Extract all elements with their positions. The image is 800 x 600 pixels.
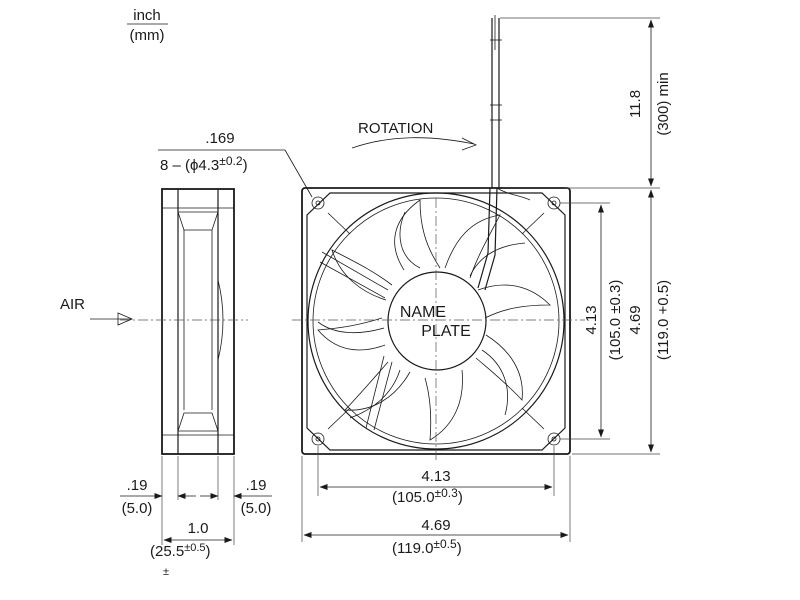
rotation-label: ROTATION — [358, 120, 433, 137]
mounting-hole-bottom-left — [311, 432, 325, 446]
depth-mm-value: (25.5 — [150, 543, 184, 560]
lead-length-mm: (300) min — [655, 72, 672, 135]
side-view — [120, 188, 248, 455]
depth-mm: (25.5±0.5) — [150, 542, 211, 560]
pitch-h-mm-value: (105.0 — [392, 489, 435, 506]
unit-inch-label: inch — [133, 7, 161, 24]
size-h-mm-value: (119.0 — [392, 540, 433, 557]
fan-blades — [317, 199, 551, 441]
hole-close: ) — [243, 157, 248, 174]
hole-spec: 8 – (ϕ4.3±0.2) — [160, 154, 248, 174]
hole-tolerance: ±0.2 — [219, 154, 243, 168]
flange-left-mm: (5.0) — [122, 500, 153, 517]
lead-wire — [490, 15, 502, 188]
pitch-h-mm: (105.0±0.3) — [392, 486, 463, 506]
nameplate-line1: NAME — [400, 304, 446, 321]
nameplate-hub — [387, 271, 487, 371]
rotation-indicator: ROTATION — [351, 120, 478, 151]
side-view-body — [161, 188, 235, 455]
depth-inch: 1.0 — [188, 520, 209, 537]
pitch-h-mm-tolerance: ±0.3 — [435, 486, 459, 500]
size-h-mm-close: ) — [457, 540, 462, 557]
rotation-arrow-icon — [351, 137, 475, 149]
size-h-inch: 4.69 — [421, 517, 450, 534]
hole-inch: .169 — [205, 130, 234, 147]
pitch-v-mm: (105.0 ±0.3) — [607, 280, 624, 361]
flange-right-mm: (5.0) — [241, 500, 272, 517]
mounting-hole-top-right — [547, 196, 561, 210]
vertical-dimensions: 11.8 (300) min 4.13 (105.0 ±0.3) 4.69 (1… — [500, 17, 672, 455]
fan-inner-frame — [306, 192, 566, 451]
front-view: NAME PLATE — [292, 187, 585, 462]
side-view-dimensions: .19 (5.0) .19 (5.0) 1.0 (25.5±0.5) ± — [120, 456, 272, 578]
airflow-indicator: AIR — [60, 296, 134, 326]
pitch-h-inch: 4.13 — [421, 468, 450, 485]
depth-mm-close: ) — [206, 543, 211, 560]
units-legend: inch (mm) — [127, 7, 168, 44]
air-arrow-icon — [117, 312, 134, 326]
hole-prefix: 8 – ( — [160, 157, 190, 174]
hole-phi-icon: ϕ — [190, 157, 198, 174]
horizontal-dimensions: 4.13 (105.0±0.3) 4.69 (119.0±0.5) — [301, 446, 571, 557]
hole-callout: .169 8 – (ϕ4.3±0.2) — [158, 130, 313, 198]
size-v-inch: 4.69 — [627, 305, 644, 334]
size-h-mm: (119.0±0.5) — [392, 537, 462, 557]
air-label: AIR — [60, 296, 85, 313]
size-h-mm-tolerance: ±0.5 — [433, 537, 457, 551]
lead-length-inch: 11.8 — [627, 90, 644, 118]
pitch-h-mm-close: ) — [458, 489, 463, 506]
size-v-mm: (119.0 +0.5) — [655, 280, 672, 360]
depth-stray-mark: ± — [163, 566, 169, 578]
lead-wire-channel — [484, 187, 498, 291]
nameplate-line2: PLATE — [421, 323, 471, 340]
flange-right-inch: .19 — [246, 477, 267, 494]
pitch-v-inch: 4.13 — [583, 305, 600, 334]
unit-mm-label: (mm) — [130, 27, 165, 44]
mounting-hole-top-left — [311, 196, 325, 210]
fan-venturi — [307, 192, 565, 450]
depth-mm-tolerance: ±0.5 — [184, 542, 205, 554]
hole-value: 4.3 — [198, 157, 219, 174]
flange-left-inch: .19 — [127, 477, 148, 494]
